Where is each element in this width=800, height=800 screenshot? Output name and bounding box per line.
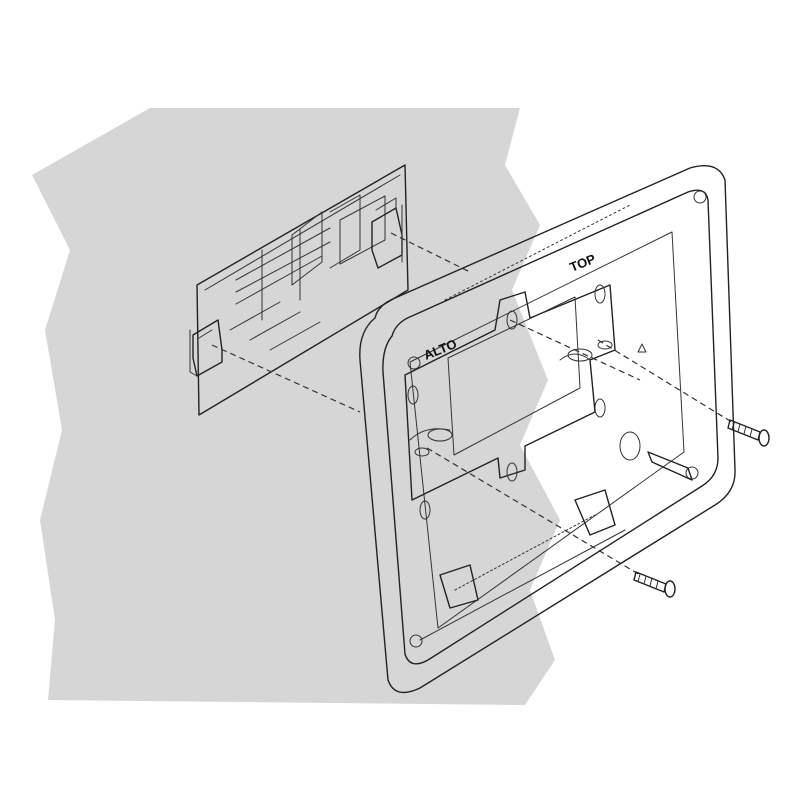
wall-surface [32,108,560,705]
screw-upper [727,419,770,447]
screw-lower [633,571,676,598]
electrical-box [189,164,409,416]
thermostat-back-plate [359,165,736,694]
